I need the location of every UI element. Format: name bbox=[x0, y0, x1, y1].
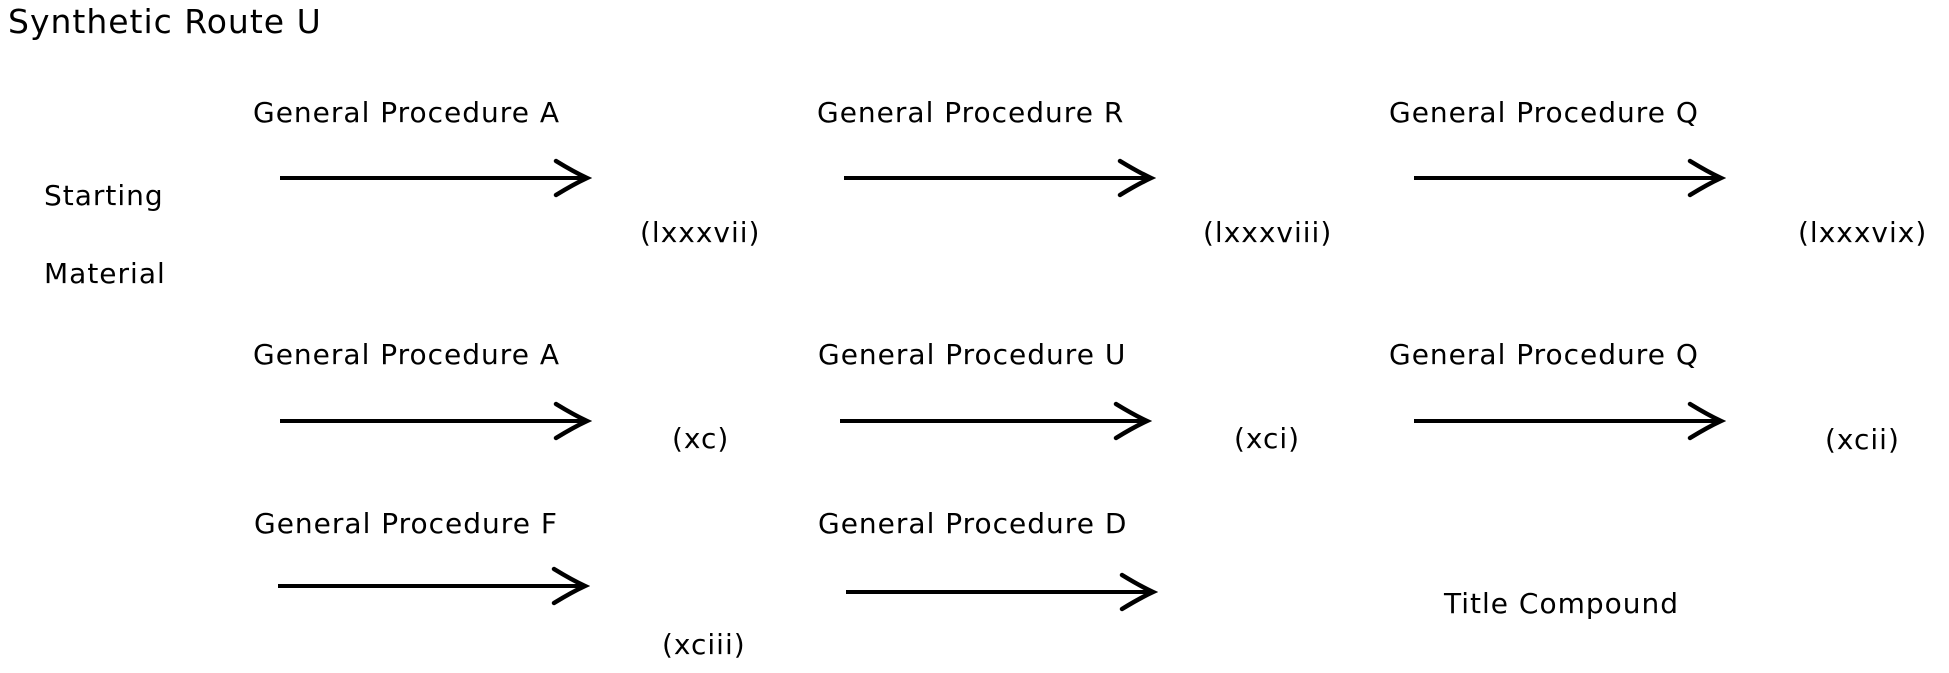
reaction-arrow-row1-step3 bbox=[1414, 158, 1726, 198]
procedure-label-row1-step3: General Procedure Q bbox=[1389, 96, 1699, 129]
procedure-label-row3-step1: General Procedure F bbox=[254, 507, 558, 540]
starting-material-line2: Material bbox=[44, 257, 166, 290]
reaction-arrow-row2-step1 bbox=[280, 401, 592, 441]
procedure-label-row2-step3: General Procedure Q bbox=[1389, 338, 1699, 371]
compound-label-row2-step1: (xc) bbox=[672, 422, 730, 455]
compound-label-row1-step2: (lxxxviii) bbox=[1203, 216, 1333, 249]
compound-label-row2-step2: (xci) bbox=[1234, 422, 1301, 455]
procedure-label-row2-step2: General Procedure U bbox=[818, 338, 1127, 371]
reaction-arrow-row1-step2 bbox=[844, 158, 1156, 198]
procedure-label-row3-step2: General Procedure D bbox=[818, 507, 1128, 540]
procedure-label-row2-step1: General Procedure A bbox=[253, 338, 560, 371]
procedure-label-row1-step2: General Procedure R bbox=[817, 96, 1125, 129]
compound-label-row2-step3: (xcii) bbox=[1825, 423, 1900, 456]
compound-label-row1-step1: (lxxxvii) bbox=[640, 216, 761, 249]
starting-material-line1: Starting bbox=[44, 179, 164, 212]
procedure-label-row1-step1: General Procedure A bbox=[253, 96, 560, 129]
reaction-arrow-row2-step2 bbox=[840, 401, 1152, 441]
compound-label-row1-step3: (lxxxvix) bbox=[1798, 216, 1928, 249]
reaction-arrow-row1-step1 bbox=[280, 158, 592, 198]
page-title: Synthetic Route U bbox=[8, 2, 322, 41]
reaction-arrow-row3-step1 bbox=[278, 566, 590, 606]
reaction-arrow-row2-step3 bbox=[1414, 401, 1726, 441]
reaction-arrow-row3-step2 bbox=[846, 572, 1158, 612]
compound-label-row3-step1: (xciii) bbox=[662, 628, 746, 661]
compound-label-row3-step2: Title Compound bbox=[1444, 587, 1680, 620]
